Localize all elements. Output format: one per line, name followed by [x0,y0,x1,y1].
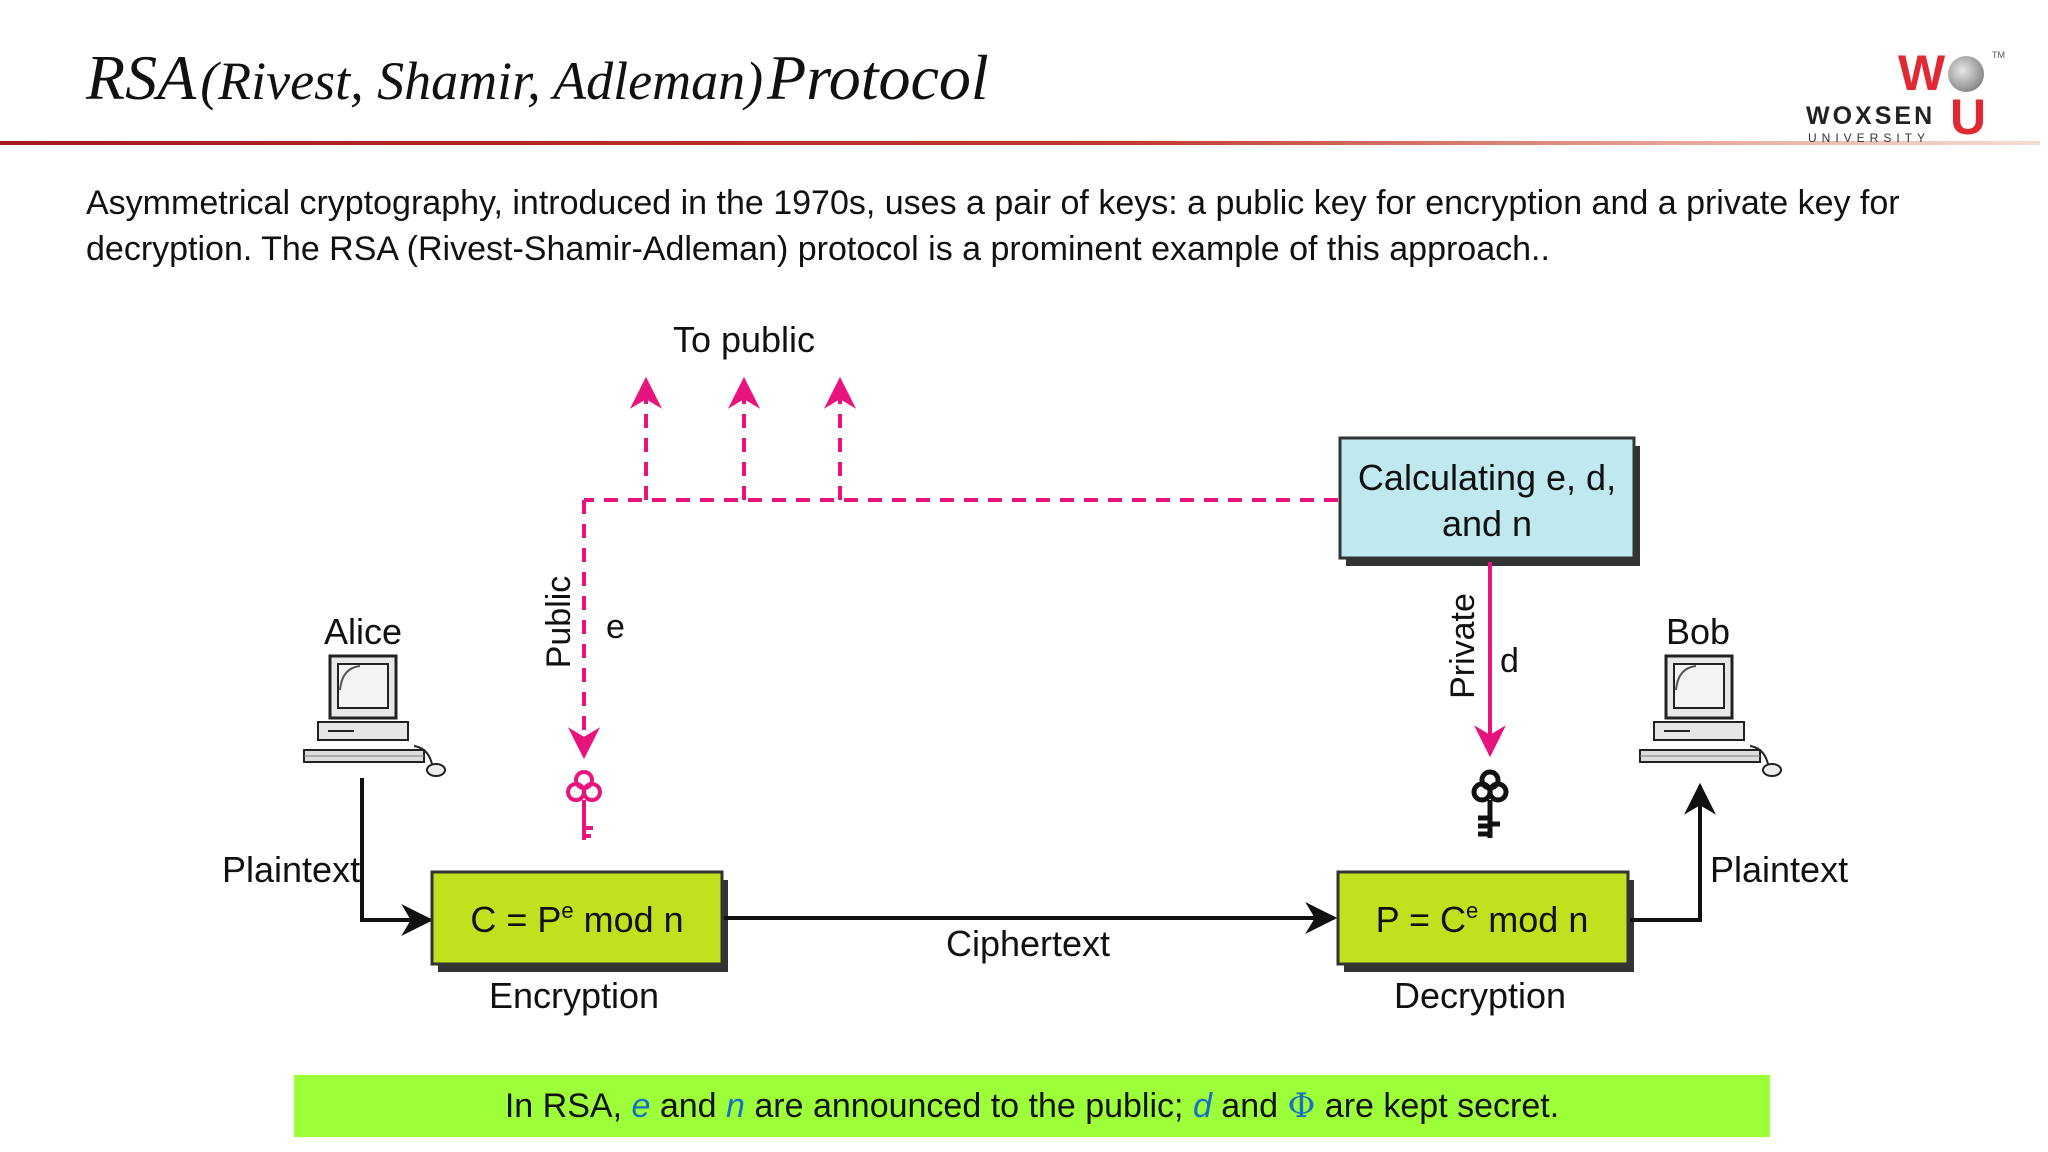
calc-box [1338,436,1636,560]
title-parenthetical: (Rivest, Shamir, Adleman) [200,51,764,111]
alice-plaintext-arrow [360,778,434,936]
note-text-3: are announced to the public; [744,1087,1193,1125]
decryption-formula: P = Ce mod n [1376,898,1589,940]
intro-paragraph: Asymmetrical cryptography, introduced in… [86,184,1900,268]
decryption-box [1336,870,1630,966]
bob-label: Bob [1666,611,1730,652]
plaintext-right-label: Plaintext [1710,849,1848,890]
woxsen-logo: W TM WOXSEN UNIVERSITY U [1800,48,2030,144]
title-protocol: Protocol [767,42,989,113]
encryption-box [430,870,724,966]
ciphertext-label: Ciphertext [946,923,1110,964]
title-rsa: RSA [86,42,197,113]
logo-subtitle: UNIVERSITY [1808,131,1931,145]
bob-computer-icon [1639,654,1782,777]
note-text-2: and [650,1087,727,1125]
private-key-icon [1471,769,1509,838]
logo-trademark: TM [1992,50,2005,60]
to-public-label: To public [673,319,815,360]
public-broadcast-arrows [630,376,856,500]
alice-label: Alice [324,611,402,652]
calc-box-line-1: Calculating e, d, [1358,457,1616,498]
public-label: Public [540,576,578,669]
logo-globe-icon [1948,56,1984,92]
note-text-4: and [1211,1087,1288,1125]
logo-letter-u: U [1950,89,1987,145]
note-text-1: In RSA, [504,1087,632,1125]
note-var-n: n [726,1087,745,1125]
note-text-5: are kept secret. [1315,1087,1560,1125]
title-underline [0,141,2040,145]
plaintext-left-label: Plaintext [222,849,360,890]
calc-box-line-2: and n [1442,503,1532,544]
encryption-label: Encryption [489,975,659,1016]
logo-name: WOXSEN [1806,102,1936,130]
encryption-formula: C = Pe mod n [470,898,683,940]
public-key-icon [566,770,602,840]
note-var-e: e [631,1087,651,1125]
logo-letter-w: W [1898,45,1946,101]
note-var-d: d [1192,1087,1212,1125]
decryption-label: Decryption [1394,975,1566,1016]
alice-computer-icon [303,654,446,777]
private-label: Private [1444,593,1482,699]
slide-title: RSA (Rivest, Shamir, Adleman) Protocol [86,46,989,110]
e-label: e [606,608,625,646]
rsa-secrecy-note: In RSA, e and n are announced to the pub… [294,1075,1770,1137]
note-var-phi: Φ [1287,1086,1316,1126]
bob-plaintext-arrow [1630,782,1716,922]
d-label: d [1500,642,1519,680]
